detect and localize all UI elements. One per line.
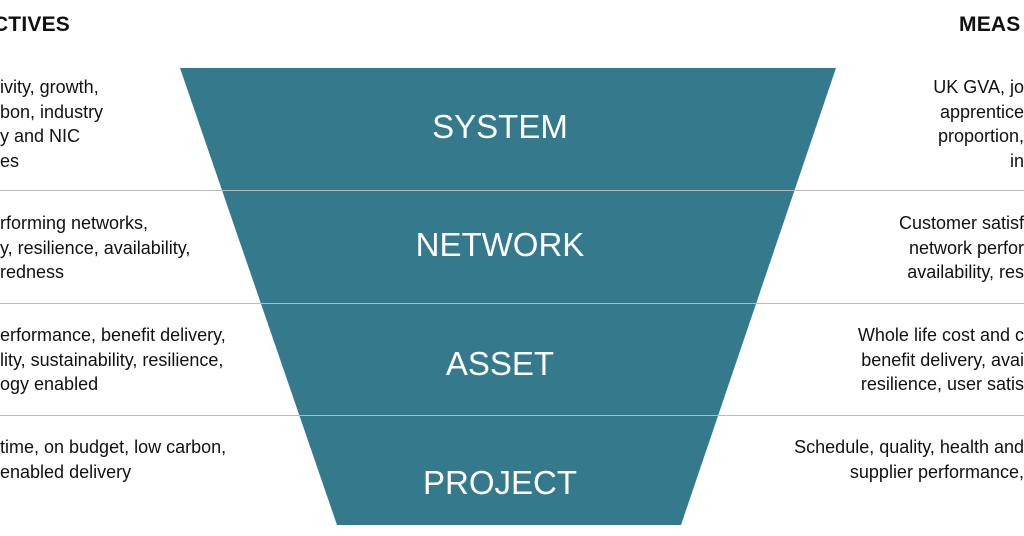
asset-objectives: erformance, benefit delivery, lity, sust… (0, 323, 226, 397)
text-line: y, resilience, availability, (0, 237, 191, 258)
text-line: erformance, benefit delivery, (0, 325, 226, 345)
text-line: es (0, 150, 20, 171)
text-line: rforming networks, (0, 213, 149, 233)
text-line: time, on budget, low carbon, (0, 437, 227, 457)
network-measures: Customer satisf network perfor availabil… (899, 211, 1024, 285)
text-line: network perfor (908, 237, 1024, 258)
text-line: UK GVA, jo (933, 77, 1024, 97)
text-line: supplier performance, (849, 461, 1024, 482)
text-line: proportion, (937, 126, 1024, 146)
funnel-shape (180, 68, 836, 525)
level-label-system: SYSTEM (432, 108, 568, 145)
level-label-asset: ASSET (446, 345, 554, 382)
text-line: Customer satisf (898, 213, 1024, 233)
text-line: ivity, growth, (0, 77, 99, 97)
text-line: resilience, user satis (860, 374, 1024, 394)
objectives-heading: CTIVES (0, 13, 70, 36)
project-measures: Schedule, quality, health and supplier p… (794, 435, 1024, 484)
level-label-project: PROJECT (423, 464, 577, 501)
measures-heading: MEAS (959, 13, 1021, 36)
text-line: Whole life cost and c (857, 325, 1024, 345)
system-measures: UK GVA, jo apprentice proportion, in (933, 75, 1024, 173)
text-line: bon, industry (0, 101, 104, 122)
text-line: availability, res (907, 262, 1024, 282)
project-objectives: time, on budget, low carbon, enabled del… (0, 435, 226, 484)
level-label-network: NETWORK (416, 226, 585, 263)
text-line: enabled delivery (0, 461, 132, 482)
text-line: y and NIC (0, 126, 81, 146)
text-line: ogy enabled (0, 374, 99, 394)
asset-measures: Whole life cost and c benefit delivery, … (858, 323, 1024, 397)
network-objectives: rforming networks, y, resilience, availa… (0, 211, 190, 285)
text-line: in (1009, 150, 1024, 171)
text-line: benefit delivery, avai (861, 349, 1024, 370)
system-objectives: ivity, growth, bon, industry y and NIC e… (0, 75, 103, 173)
text-line: lity, sustainability, resilience, (0, 349, 224, 370)
text-line: redness (0, 262, 65, 282)
text-line: Schedule, quality, health and (794, 437, 1024, 457)
text-line: apprentice (939, 101, 1024, 122)
